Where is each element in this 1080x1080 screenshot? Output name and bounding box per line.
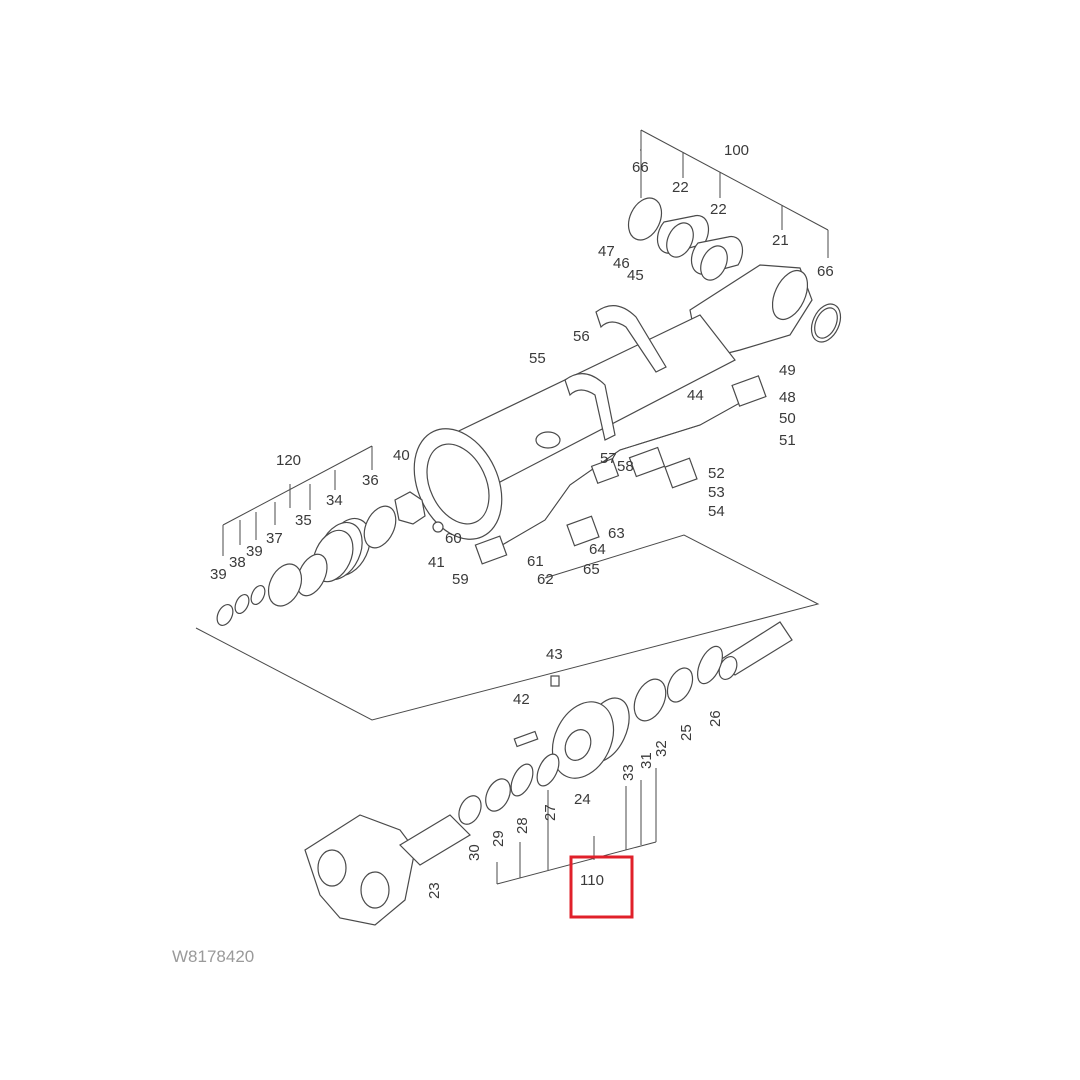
label-56: 56	[573, 328, 590, 345]
clamp-block-58	[628, 446, 666, 478]
label-51: 51	[779, 432, 796, 449]
ring-38	[234, 593, 250, 615]
flange-48	[731, 375, 767, 407]
label-54: 54	[708, 503, 725, 520]
label-110: 110	[580, 872, 604, 889]
label-36: 36	[362, 472, 379, 489]
label-39b: 39	[246, 543, 263, 560]
piston-assembly	[216, 491, 444, 626]
label-41: 41	[428, 554, 445, 571]
label-59: 59	[452, 571, 469, 588]
label-39a: 39	[210, 566, 227, 583]
ring-35	[296, 553, 328, 597]
label-21: 21	[772, 232, 789, 249]
label-45: 45	[627, 267, 644, 284]
ring-29	[485, 778, 511, 812]
label-49: 49	[779, 362, 796, 379]
ring-36	[363, 505, 397, 549]
label-66b: 66	[817, 263, 834, 280]
label-100: 100	[724, 142, 749, 159]
pipe-assembly	[474, 375, 767, 565]
label-43: 43	[546, 646, 563, 663]
drawing-code: W8178420	[172, 947, 254, 966]
label-40: 40	[393, 447, 410, 464]
highlight-box-110	[569, 855, 634, 919]
ring-32	[633, 678, 667, 722]
label-23: 23	[426, 882, 443, 899]
bolt-42	[513, 730, 539, 748]
label-64: 64	[589, 541, 606, 558]
label-66a: 66	[632, 159, 649, 176]
clamp-56	[564, 373, 616, 441]
label-48: 48	[779, 389, 796, 406]
label-27: 27	[542, 804, 559, 821]
part-labels: 100 66 22 22 21 66 47 46 45 56 55 44 49 …	[210, 142, 834, 899]
clamp-block-52	[664, 457, 698, 489]
ring-28	[510, 763, 534, 797]
ring-30	[458, 795, 482, 825]
nut-40	[394, 491, 426, 525]
label-55: 55	[529, 350, 546, 367]
label-29: 29	[490, 830, 507, 847]
group-120-bracket	[222, 445, 373, 556]
label-24: 24	[574, 791, 591, 808]
group-100-bracket	[640, 129, 829, 258]
ring-25	[666, 667, 694, 703]
label-63: 63	[608, 525, 625, 542]
clamp-block-63	[566, 515, 600, 547]
label-26: 26	[707, 710, 724, 727]
label-22b: 22	[710, 201, 727, 218]
tube-assembly	[413, 197, 842, 540]
label-42: 42	[513, 691, 530, 708]
label-32: 32	[653, 740, 670, 757]
label-46: 46	[613, 255, 630, 272]
label-31: 31	[638, 752, 655, 769]
label-22a: 22	[672, 179, 689, 196]
ring-37	[267, 563, 303, 607]
label-34: 34	[326, 492, 343, 509]
label-57: 57	[600, 450, 617, 467]
ring-39b	[250, 584, 266, 606]
ring-39a	[216, 604, 234, 626]
group-cylinder-parallelogram	[195, 534, 820, 721]
label-30: 30	[466, 844, 483, 861]
label-120: 120	[276, 452, 301, 469]
plug-41	[432, 521, 444, 533]
rod-assembly	[304, 621, 793, 926]
label-53: 53	[708, 484, 725, 501]
clamp-45	[595, 305, 667, 373]
label-28: 28	[514, 817, 531, 834]
label-37: 37	[266, 530, 283, 547]
label-50: 50	[779, 410, 796, 427]
label-61: 61	[527, 553, 544, 570]
ring-26	[697, 645, 723, 685]
label-65: 65	[583, 561, 600, 578]
label-25: 25	[678, 724, 695, 741]
label-60: 60	[445, 530, 462, 547]
label-58: 58	[617, 458, 634, 475]
label-35: 35	[295, 512, 312, 529]
label-52: 52	[708, 465, 725, 482]
label-47: 47	[598, 243, 615, 260]
label-44: 44	[687, 387, 704, 404]
seal-ring-66a	[627, 197, 663, 241]
label-38: 38	[229, 554, 246, 571]
flange-59	[474, 535, 508, 565]
bolt-43	[550, 675, 560, 687]
label-33: 33	[620, 764, 637, 781]
label-62: 62	[537, 571, 554, 588]
ring-27	[536, 753, 560, 787]
